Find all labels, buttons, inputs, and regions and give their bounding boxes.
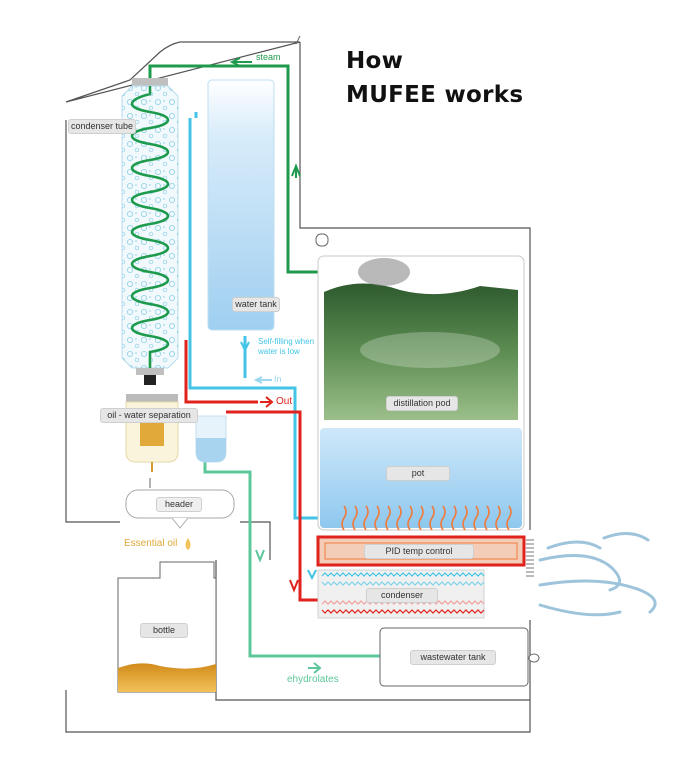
- flame: [352, 505, 358, 531]
- side-vent: [526, 539, 534, 577]
- leaves: [324, 283, 518, 420]
- steam-up-arrow: [291, 163, 301, 178]
- title-line-1: How: [346, 48, 404, 74]
- condenser-coil-wave: [321, 609, 485, 614]
- flame: [506, 505, 512, 531]
- flame: [418, 505, 424, 531]
- flow-self-filling-1: Self-filling when: [258, 337, 315, 346]
- flame: [495, 505, 501, 531]
- title-line-2: MUFEE works: [346, 82, 524, 108]
- label-condenser-tube: condenser tube: [68, 119, 136, 134]
- out-arrow: [260, 396, 274, 408]
- flame: [396, 505, 402, 531]
- down-red-arrow: [289, 579, 299, 593]
- condenser-coil-wave: [321, 581, 485, 586]
- label-water-tank: water tank: [232, 297, 280, 312]
- steam-cloud: [358, 258, 410, 286]
- water-tank: [207, 79, 275, 331]
- label-header: header: [156, 497, 202, 512]
- steam-arrow: [229, 57, 252, 67]
- condenser-coil-wave: [321, 572, 485, 577]
- label-wastewater-tank: wastewater tank: [410, 650, 496, 665]
- flow-out: Out: [276, 396, 293, 407]
- machine-base: [65, 690, 531, 733]
- flow-steam: steam: [256, 52, 281, 62]
- flame: [429, 505, 435, 531]
- hydrolate-separator-water: [196, 438, 226, 462]
- flame: [484, 505, 490, 531]
- flame: [440, 505, 446, 531]
- label-distillation-pod: distillation pod: [386, 396, 458, 411]
- antenna: [295, 35, 301, 45]
- steam-line: [148, 64, 320, 274]
- down-cyan-arrow: [307, 569, 317, 581]
- condenser-tube-cap-top: [132, 78, 168, 86]
- flame: [374, 505, 380, 531]
- flame: [341, 505, 347, 531]
- flame: [462, 505, 468, 531]
- condenser-coil: [130, 86, 170, 368]
- label-pot: pot: [386, 466, 450, 481]
- hydrolate-line: [203, 460, 385, 658]
- flame: [363, 505, 369, 531]
- label-condenser: condenser: [366, 588, 438, 603]
- label-bottle: bottle: [140, 623, 188, 638]
- drain-cap: [528, 653, 540, 663]
- hot-water-lines: [184, 340, 320, 602]
- flow-essential-oil: Essential oil: [124, 538, 178, 549]
- hydrolate-right-arrow: [308, 662, 322, 674]
- label-pid-temp-control: PID temp control: [364, 544, 474, 559]
- flow-arrows: [229, 57, 322, 674]
- flame: [451, 505, 457, 531]
- oil-drop-icon: [185, 538, 191, 550]
- in-arrow: [253, 376, 272, 384]
- knob: [315, 233, 329, 247]
- connector: [144, 375, 156, 385]
- hydrolate-down-arrow: [255, 549, 265, 563]
- flame: [385, 505, 391, 531]
- flow-hydrolates: ehydrolates: [287, 674, 339, 685]
- flow-self-filling-2: water is low: [258, 347, 300, 356]
- label-oil-water-separation: oil - water separation: [100, 408, 198, 423]
- steam-haze: [360, 332, 500, 368]
- airflow: [538, 532, 657, 617]
- separator-housing: [126, 394, 178, 402]
- separator-oil: [140, 422, 164, 446]
- selffill-arrow: [240, 341, 250, 353]
- machine-housing: [65, 41, 531, 701]
- flame: [407, 505, 413, 531]
- flow-in: In: [274, 374, 282, 384]
- condenser-tube-cap-bottom: [136, 368, 164, 375]
- flame: [473, 505, 479, 531]
- bottle-oil: [118, 663, 216, 692]
- header-spout: [171, 517, 189, 529]
- heater-flames: [341, 505, 512, 531]
- pid-heater-inner: [324, 542, 518, 560]
- cold-water-lines: [188, 112, 322, 520]
